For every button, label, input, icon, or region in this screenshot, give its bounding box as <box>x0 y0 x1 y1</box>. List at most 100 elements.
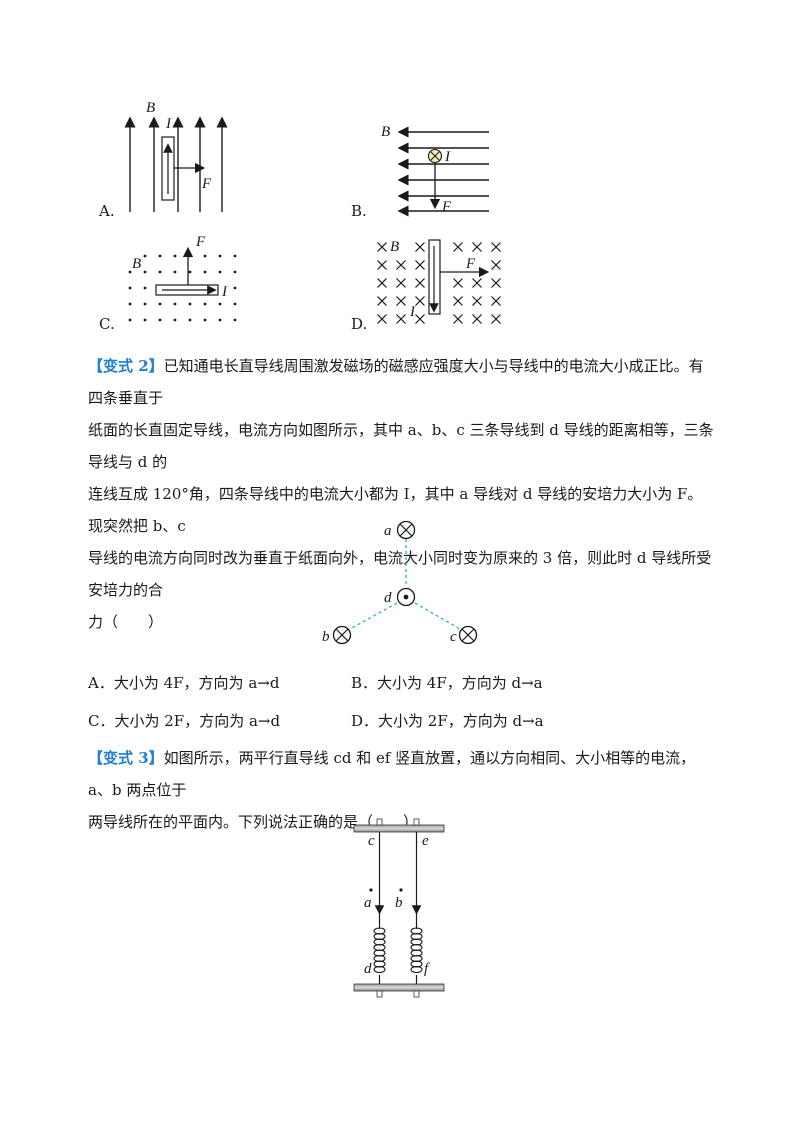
q2-option-b[interactable]: B．大小为 4F，方向为 d→a <box>351 674 543 692</box>
field-cross <box>396 260 406 270</box>
field-dot <box>143 302 147 306</box>
field-cross <box>453 242 463 252</box>
q3-diagram: c e a b d f <box>350 815 450 1005</box>
field-dot <box>128 302 132 306</box>
figure-c-b-label: B <box>132 256 141 272</box>
q2-option-d[interactable]: D．大小为 2F，方向为 d→a <box>351 712 544 730</box>
field-cross <box>472 278 482 288</box>
field-cross <box>453 314 463 324</box>
q3-stem: 【变式 3】如图所示，两平行直导线 cd 和 ef 竖直放置，通以方向相同、大小… <box>88 742 714 838</box>
field-dot <box>188 254 192 258</box>
field-dot <box>128 318 132 322</box>
field-cross <box>396 314 406 324</box>
figure-d-i-label: I <box>409 304 416 320</box>
figure-a-b-label: B <box>146 100 155 116</box>
field-dot <box>233 254 237 258</box>
figure-b-f-label: F <box>441 199 452 215</box>
spring-coil <box>373 965 386 974</box>
q3-diagram-svg: c e a b d f <box>353 818 445 998</box>
field-cross <box>396 296 406 306</box>
field-dot <box>218 254 222 258</box>
figure-b-b-label: B <box>381 124 390 140</box>
field-cross <box>491 278 501 288</box>
field-dot <box>218 318 222 322</box>
field-dot <box>158 302 162 306</box>
figure-a-svg: B I F <box>124 100 228 212</box>
figure-a-option: A. <box>99 202 115 220</box>
q3-line-1-text: 如图所示，两平行直导线 cd 和 ef 竖直放置，通以方向相同、大小相等的电流，… <box>88 749 696 799</box>
q3-label-d: d <box>364 961 372 977</box>
figure-b-svg: B I F <box>381 124 489 217</box>
field-dot <box>173 318 177 322</box>
field-cross <box>377 296 387 306</box>
q2-option-a[interactable]: A．大小为 4F，方向为 a→d <box>88 674 280 692</box>
figure-c-svg: B F I <box>128 234 237 322</box>
q2-line-1-text: 已知通电长直导线周围激发磁场的磁感应强度大小与导线中的电流大小成正比。有四条垂直… <box>88 357 704 407</box>
q3-label-c: c <box>368 833 375 849</box>
point-b-icon <box>399 888 403 892</box>
field-dot <box>128 270 132 274</box>
field-cross <box>396 278 406 288</box>
field-dot <box>203 302 207 306</box>
field-dot <box>143 270 147 274</box>
figure-c-option: C. <box>99 315 115 333</box>
q2-line-1: 【变式 2】已知通电长直导线周围激发磁场的磁感应强度大小与导线中的电流大小成正比… <box>88 350 714 414</box>
q2-tag: 【变式 2】 <box>88 357 164 375</box>
figure-d-option: D. <box>351 315 368 333</box>
q2-label-a: a <box>384 523 392 539</box>
field-cross <box>415 260 425 270</box>
field-cross <box>472 296 482 306</box>
q3-label-e: e <box>422 833 429 849</box>
q3-label-a: a <box>364 895 372 911</box>
figure-d-f-label: F <box>465 256 476 272</box>
spring-coil <box>410 965 423 974</box>
q2-label-d: d <box>384 590 392 606</box>
q2-stem: 【变式 2】已知通电长直导线周围激发磁场的磁感应强度大小与导线中的电流大小成正比… <box>88 350 714 638</box>
field-cross <box>415 242 425 252</box>
q2-label-c: c <box>450 629 457 645</box>
field-dot <box>188 302 192 306</box>
field-cross <box>377 278 387 288</box>
figure-b-i-label: I <box>444 149 451 165</box>
field-dot <box>233 318 237 322</box>
field-dot <box>173 254 177 258</box>
field-dot <box>233 286 237 290</box>
field-dot <box>203 318 207 322</box>
figure-b: B I F <box>375 118 505 218</box>
figure-d-b-label: B <box>390 239 399 255</box>
field-dot <box>173 270 177 274</box>
figure-b-option: B. <box>351 202 367 220</box>
field-cross <box>491 296 501 306</box>
field-dot <box>158 318 162 322</box>
q3-springs <box>373 927 423 974</box>
field-cross <box>472 314 482 324</box>
field-cross <box>491 242 501 252</box>
field-dot <box>203 270 207 274</box>
q2-line-2: 纸面的长直固定导线，电流方向如图所示，其中 a、b、c 三条导线到 d 导线的距… <box>88 421 714 471</box>
q2-line-4: 导线的电流方向同时改为垂直于纸面向外，电流大小同时变为原来的 3 倍，则此时 d… <box>88 549 712 599</box>
field-dot <box>218 270 222 274</box>
q3-label-b: b <box>395 895 403 911</box>
field-dot <box>128 286 132 290</box>
field-cross <box>415 314 425 324</box>
field-cross <box>453 278 463 288</box>
q3-tag: 【变式 3】 <box>88 749 164 767</box>
q2-line-5: 力（ ） <box>88 613 164 631</box>
field-cross <box>377 314 387 324</box>
point-a-icon <box>369 888 373 892</box>
field-dot <box>188 270 192 274</box>
field-dot <box>143 318 147 322</box>
figure-c-i-label: I <box>221 284 228 300</box>
field-cross <box>377 242 387 252</box>
figure-c: B F I <box>120 232 250 332</box>
figure-a-i-label: I <box>165 116 172 132</box>
field-dot <box>143 286 147 290</box>
field-cross <box>415 278 425 288</box>
field-dot <box>173 302 177 306</box>
field-dot <box>158 254 162 258</box>
q2-option-c[interactable]: C．大小为 2F，方向为 a→d <box>88 712 281 730</box>
figure-c-f-label: F <box>195 234 206 250</box>
figure-d: B F I <box>372 236 512 332</box>
field-dot <box>188 318 192 322</box>
field-dot <box>233 302 237 306</box>
